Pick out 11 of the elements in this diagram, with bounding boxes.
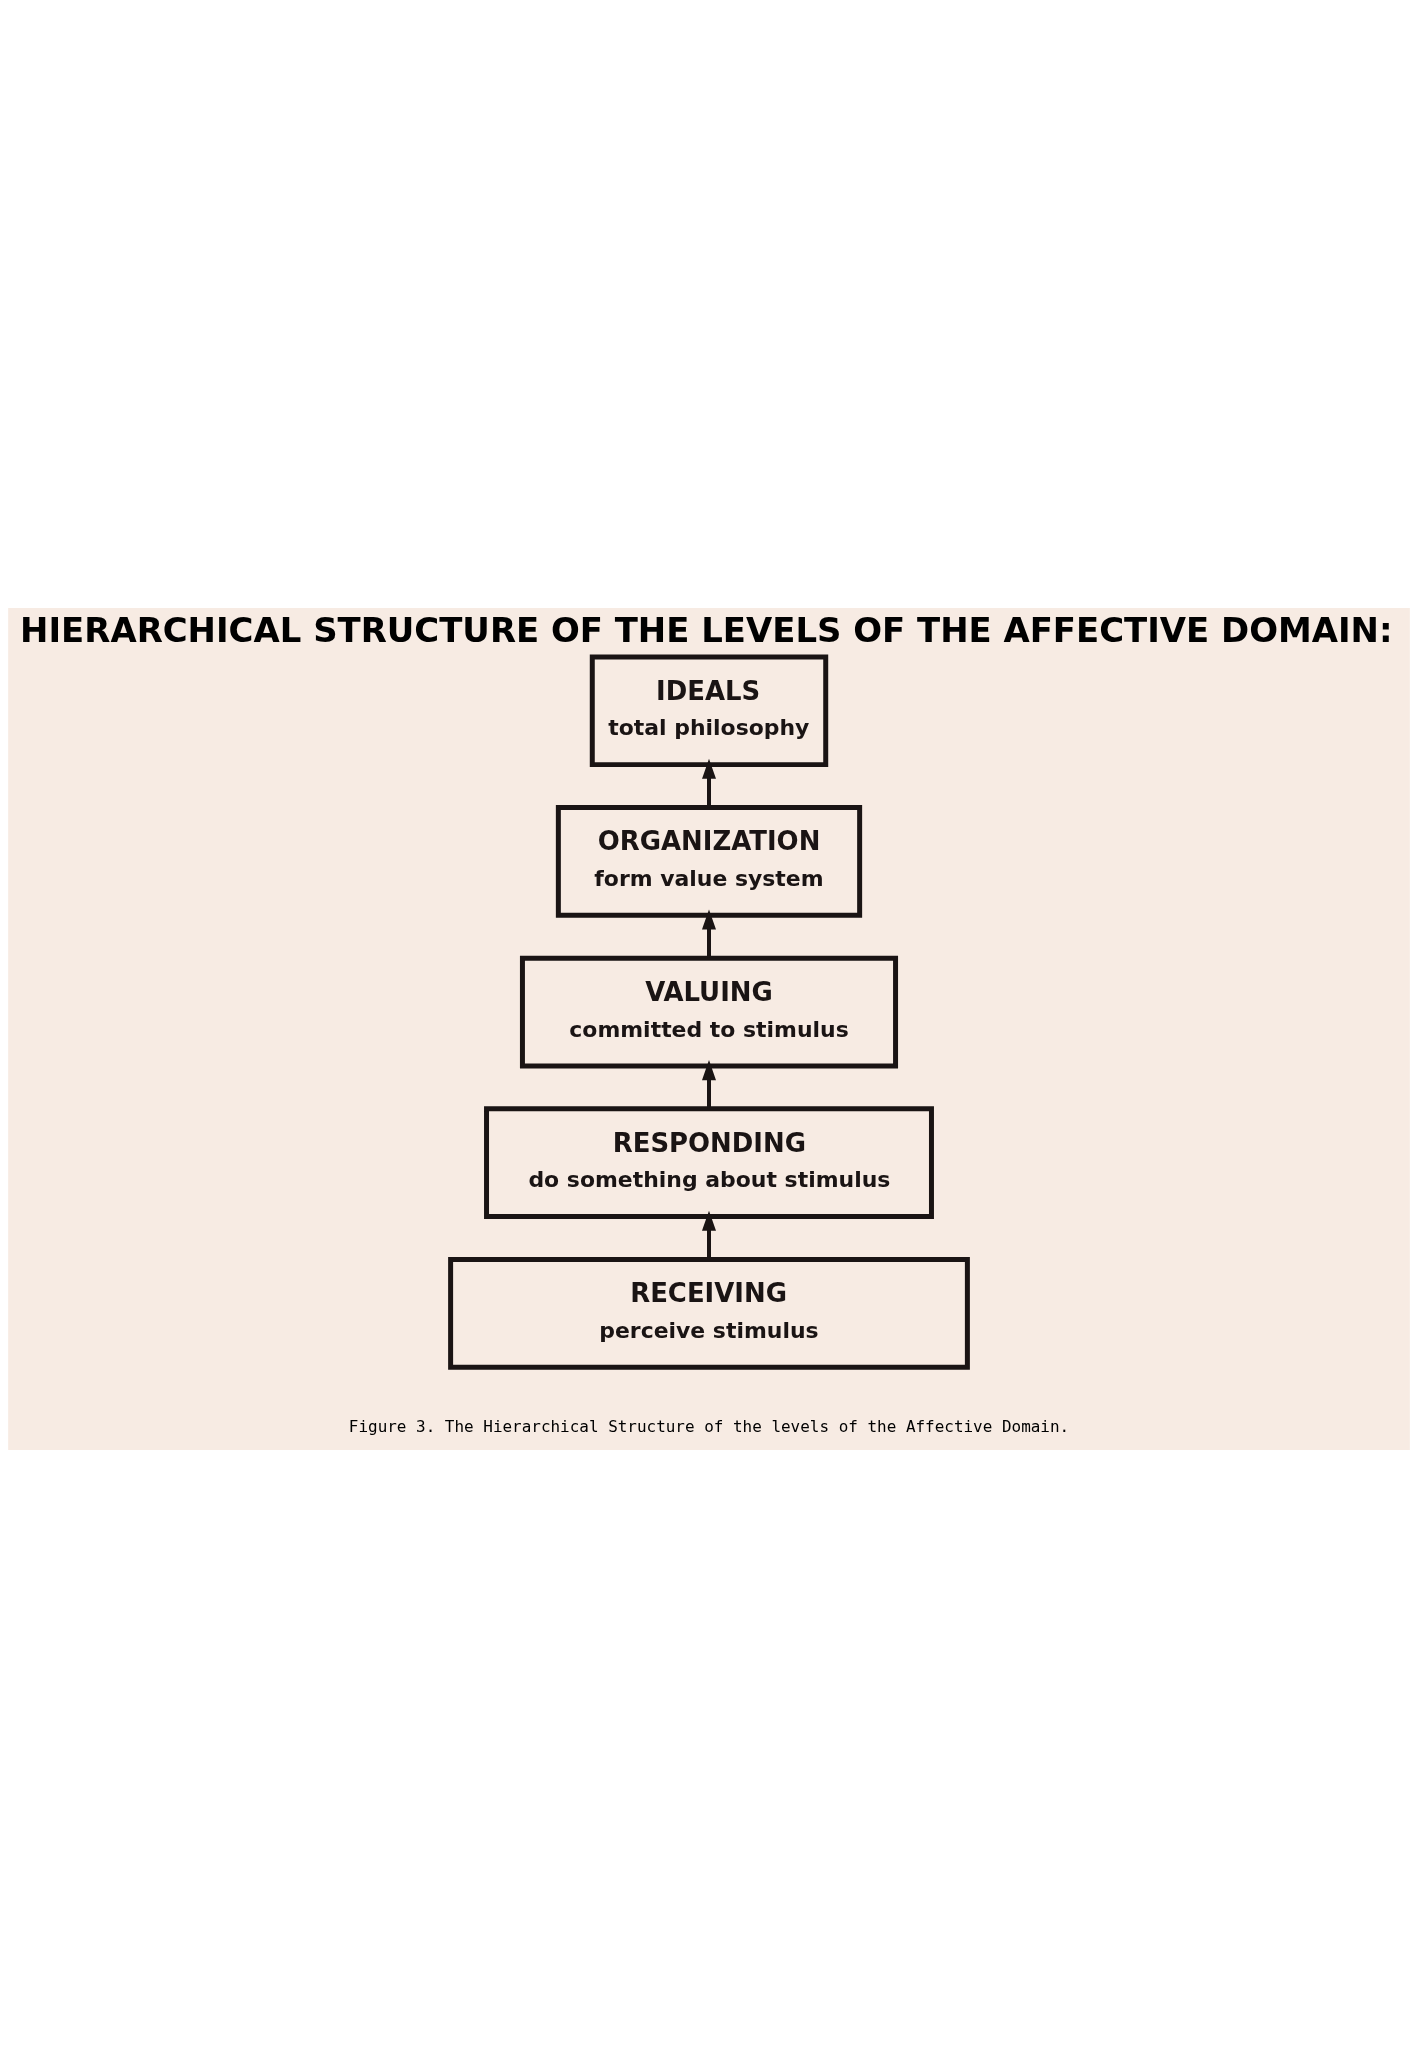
arrow <box>702 909 716 958</box>
node-box: ORGANIZATION form value system <box>555 804 863 918</box>
node-box: IDEALS total philosophy <box>589 653 829 767</box>
arrow <box>702 758 716 807</box>
node-box: VALUING committed to stimulus <box>519 955 899 1068</box>
arrow <box>702 1210 716 1259</box>
arrow <box>702 1059 716 1108</box>
node-box: RESPONDING do something about stimulus <box>484 1105 934 1219</box>
diagram-title: HIERARCHICAL STRUCTURE OF THE LEVELS OF THE AFFECTIVE DOMAIN: <box>20 610 1393 650</box>
node-box: RECEIVING perceive stimulus <box>448 1256 970 1370</box>
caption: Figure 3. The Hierarchical Structure of the levels of the Affective Domain. <box>348 1416 1070 1436</box>
